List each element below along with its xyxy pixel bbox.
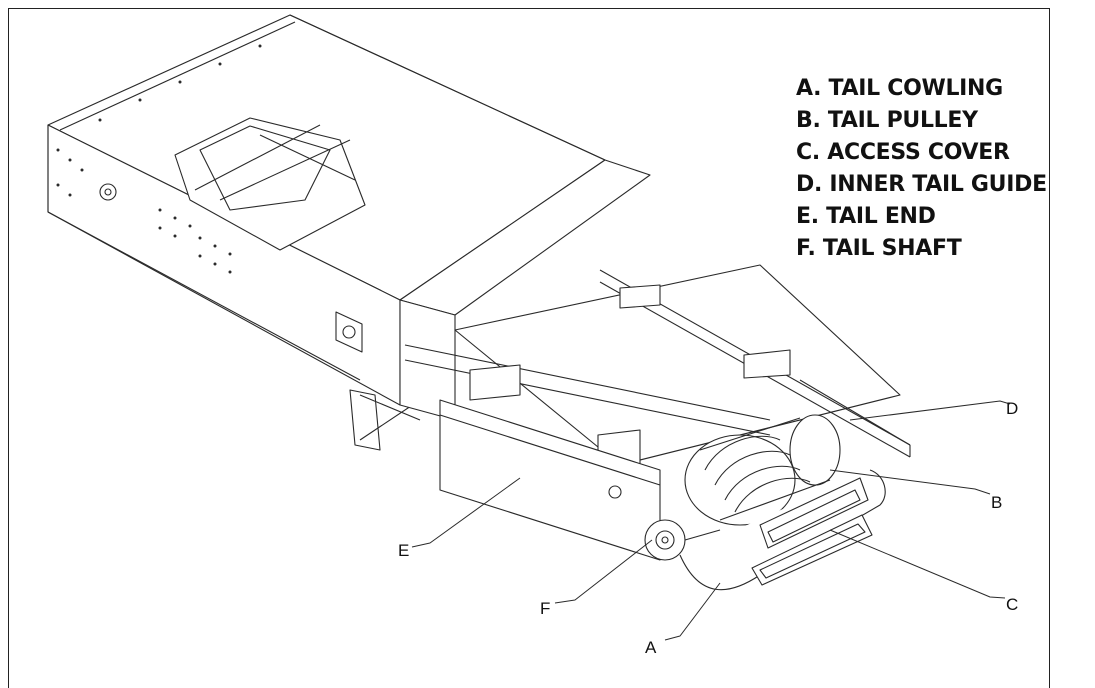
legend-item-tail-pulley: B. TAIL PULLEY bbox=[796, 108, 978, 133]
legend-item-tail-shaft: F. TAIL SHAFT bbox=[796, 236, 962, 261]
tail-shaft-bearing bbox=[644, 519, 721, 561]
top-hatch bbox=[174, 117, 366, 251]
tail-cowling bbox=[679, 469, 886, 591]
tail-end-box bbox=[439, 399, 661, 561]
legend-item-tail-cowling: A. TAIL COWLING bbox=[796, 76, 1003, 101]
tail-frame bbox=[399, 159, 911, 471]
drawing-frame bbox=[8, 8, 1050, 688]
callout-a: A bbox=[645, 638, 657, 657]
parts-legend: A. TAIL COWLING B. TAIL PULLEY C. ACCESS… bbox=[796, 73, 1047, 265]
callout-e: E bbox=[398, 541, 409, 560]
callout-b: B bbox=[991, 493, 1002, 512]
callout-d: D bbox=[1006, 399, 1018, 418]
inner-tail-guide bbox=[799, 379, 911, 446]
legend-item-tail-end: E. TAIL END bbox=[796, 204, 936, 229]
leader-lines bbox=[411, 400, 1011, 641]
callout-f: F bbox=[540, 599, 550, 618]
callout-c: C bbox=[1006, 595, 1018, 614]
tail-pulley bbox=[684, 414, 841, 526]
legend-item-inner-tail-guide: D. INNER TAIL GUIDE bbox=[796, 172, 1047, 197]
legend-item-access-cover: C. ACCESS COVER bbox=[796, 140, 1010, 165]
